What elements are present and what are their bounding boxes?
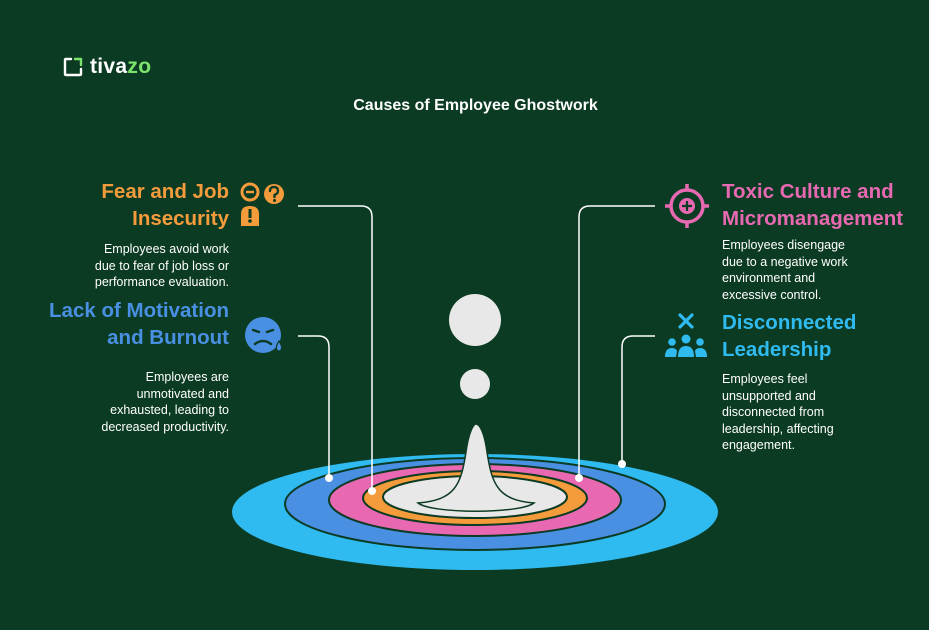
worried-person-question-icon bbox=[240, 182, 284, 226]
connector-toxic bbox=[578, 205, 655, 478]
drop-large bbox=[449, 294, 501, 346]
toxic-heading: Toxic Culture and Micromanagement bbox=[722, 180, 904, 230]
brand-logo: tivazo bbox=[62, 55, 151, 79]
leadership-heading: Disconnected Leadership bbox=[722, 311, 857, 361]
connector-fear-dot bbox=[368, 487, 376, 495]
connector-toxic-dot bbox=[575, 474, 583, 482]
connector-motivation bbox=[298, 335, 330, 478]
connector-leadership bbox=[621, 335, 655, 464]
drop-small bbox=[460, 369, 490, 399]
fear-heading: Fear and Job Insecurity bbox=[101, 180, 229, 230]
group-x-icon bbox=[665, 313, 707, 357]
motivation-heading: Lack of Motivation and Burnout bbox=[49, 299, 229, 349]
leadership-description: Employees feel unsupported and disconnec… bbox=[722, 372, 834, 452]
connector-fear bbox=[298, 205, 373, 491]
connector-leadership-dot bbox=[618, 460, 626, 468]
brand-name: tivazo bbox=[90, 55, 152, 78]
logo-mark-icon bbox=[63, 57, 83, 77]
splash-peak bbox=[416, 423, 536, 512]
page-title: Causes of Employee Ghostwork bbox=[353, 97, 598, 114]
fear-description: Employees avoid work due to fear of job … bbox=[94, 242, 229, 289]
motivation-description: Employees are unmotivated and exhausted,… bbox=[101, 370, 229, 434]
toxic-description: Employees disengage due to a negative wo… bbox=[722, 238, 848, 302]
sad-face-sweat-icon bbox=[245, 317, 283, 353]
target-crosshair-icon bbox=[665, 184, 709, 228]
connector-motivation-dot bbox=[325, 474, 333, 482]
